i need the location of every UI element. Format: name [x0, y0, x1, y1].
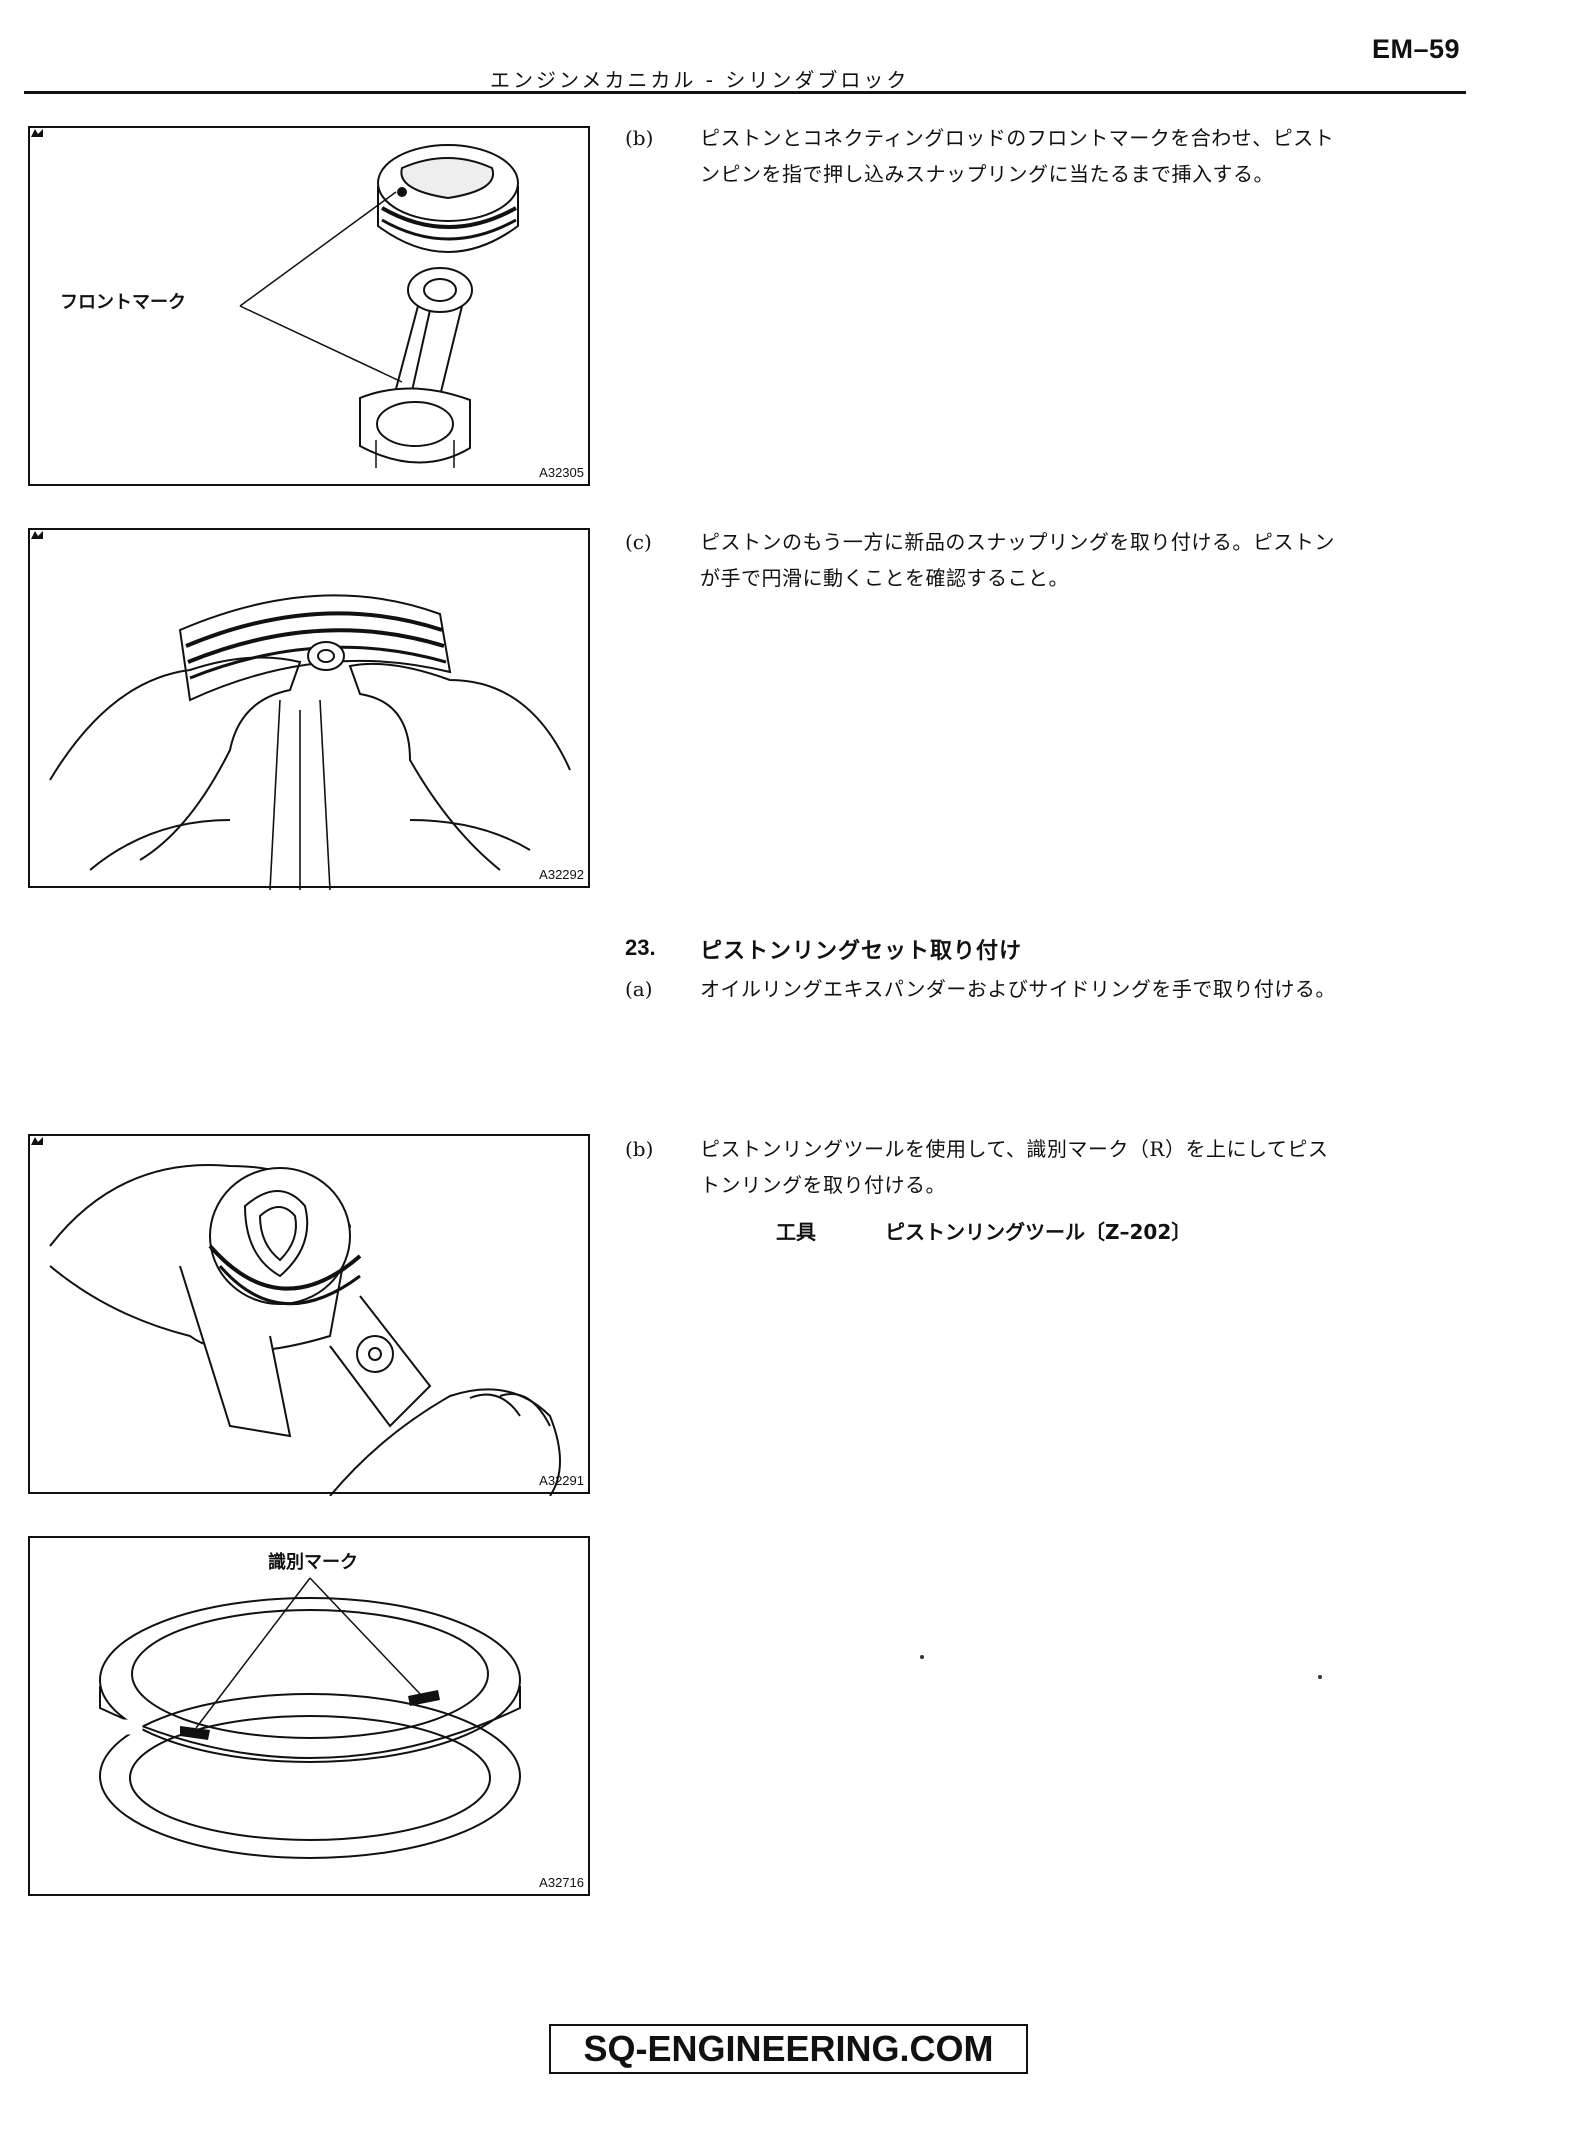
step-letter: (b)	[625, 1137, 654, 1161]
figure-ring-marks: 識別マーク A32716	[28, 1536, 590, 1896]
front-mark-label: フロントマーク	[60, 292, 186, 313]
piston-rod-illustration	[239, 144, 519, 468]
step-text: ピストンリングツールを使用して、識別マーク（R）を上にしてピス トンリングを取り…	[700, 1131, 1470, 1203]
figure-code: A32716	[539, 1875, 584, 1890]
step-text-line: ンピンを指で押し込みスナップリングに当たるまで挿入する。	[700, 162, 1274, 186]
heading-title: ピストンリングセット取り付け	[700, 939, 1023, 964]
step-text: ピストンのもう一方に新品のスナップリングを取り付ける。ピストン が手で円滑に動く…	[700, 524, 1470, 596]
figure-code: A32305	[539, 465, 584, 480]
step-text-line: ピストンとコネクティングロッドのフロントマークを合わせ、ピスト	[700, 126, 1335, 150]
page-code: EM–59	[1371, 34, 1460, 64]
step-text-line: が手で円滑に動くことを確認すること。	[700, 566, 1069, 590]
scan-speck	[920, 1655, 924, 1659]
step-letter: (b)	[625, 126, 654, 150]
step-text-line: オイルリングエキスパンダーおよびサイドリングを手で取り付ける。	[700, 977, 1336, 1001]
header-rule	[24, 91, 1466, 94]
step-text-line: ピストンのもう一方に新品のスナップリングを取り付ける。ピストン	[700, 530, 1335, 554]
scan-speck	[1318, 1675, 1322, 1679]
section-title: エンジンメカニカル ‐ シリンダブロック	[490, 68, 910, 92]
ring-tool-illustration	[49, 1164, 561, 1496]
step-letter: (a)	[625, 977, 653, 1001]
tool-name: ピストンリングツール〔Z–202〕	[885, 1220, 1192, 1244]
ring-marks-illustration	[99, 1577, 521, 1859]
id-mark-label: 識別マーク	[268, 1552, 358, 1573]
figure-ring-tool: A32291	[28, 1134, 590, 1496]
figure-code: A32291	[539, 1473, 584, 1488]
heading-number: 23.	[625, 935, 656, 960]
step-letter: (c)	[625, 530, 652, 554]
step-text-line: ピストンリングツールを使用して、識別マーク（R）を上にしてピス	[700, 1137, 1329, 1161]
copyright-mark-icon	[31, 531, 43, 539]
watermark: SQ-ENGINEERING.COM	[549, 2024, 1028, 2074]
step-text-line: トンリングを取り付ける。	[700, 1173, 946, 1197]
snap-ring-illustration	[49, 594, 571, 890]
figure-piston-rod: フロントマーク A32305	[28, 126, 590, 486]
step-text: オイルリングエキスパンダーおよびサイドリングを手で取り付ける。	[700, 971, 1470, 1007]
figure-code: A32292	[539, 867, 584, 882]
tool-label: 工具	[776, 1220, 816, 1244]
copyright-mark-icon	[31, 129, 43, 137]
step-text: ピストンとコネクティングロッドのフロントマークを合わせ、ピスト ンピンを指で押し…	[700, 120, 1470, 192]
figure-snap-ring: A32292	[28, 528, 590, 890]
copyright-mark-icon	[31, 1137, 43, 1145]
